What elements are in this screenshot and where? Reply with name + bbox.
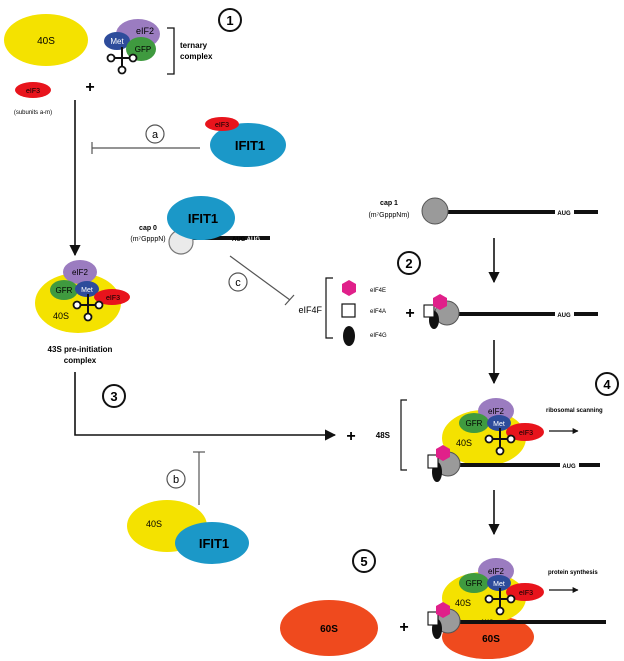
svg-text:(subunits a-m): (subunits a-m) [14, 110, 52, 116]
step-2-marker: 2 [397, 251, 421, 275]
ribosome-40s-free: 40S [4, 14, 88, 66]
svg-text:3: 3 [110, 389, 117, 404]
ternary-complex: eIF2 Met GFP ternary complex [104, 19, 213, 75]
svg-text:40S: 40S [455, 598, 471, 608]
eif4g-oval-icon [343, 326, 355, 346]
svg-text:60S: 60S [482, 634, 500, 645]
svg-text:GFR: GFR [466, 579, 483, 588]
svg-text:GFP: GFP [135, 45, 151, 54]
svg-text:IFIT1: IFIT1 [188, 211, 218, 226]
complex-80s: 60S AUG 40S eIF2 GFR Met eIF3 [427, 558, 606, 659]
plus-sign: + [405, 305, 414, 322]
eif4a-square-icon [341, 303, 356, 318]
svg-text:40S: 40S [146, 519, 162, 529]
preinitiation-complex-43s: 40S eIF2 GFR Met eIF3 [35, 260, 130, 333]
complex-48s: 48S AUG 40S eIF2 GFR Met eIF3 [376, 398, 600, 482]
ifit1-40s-complex: 40S IFIT1 [127, 500, 249, 564]
eif4f-group: eIF4F eIF4E eIF4A eIF4G [298, 277, 387, 346]
cap1-mrna: AUG cap 1 (m⁷GpppNm) [368, 197, 598, 225]
svg-text:eIF4F: eIF4F [298, 305, 322, 315]
step-1-marker: 1 [218, 8, 242, 32]
svg-text:eIF3: eIF3 [106, 295, 120, 302]
svg-text:4: 4 [603, 377, 611, 392]
svg-text:(m⁷GpppNm): (m⁷GpppNm) [368, 212, 409, 219]
svg-text:2: 2 [405, 256, 412, 271]
svg-text:eIF2: eIF2 [488, 567, 505, 576]
svg-text:Met: Met [493, 581, 505, 588]
svg-text:ternary: ternary [180, 41, 208, 50]
preinit-label: 43S pre-initiation [48, 345, 113, 354]
inhibition-c: c [228, 255, 295, 306]
svg-text:a: a [152, 129, 159, 141]
svg-text:eIF4A: eIF4A [370, 309, 386, 315]
step-4-marker: 4 [595, 372, 619, 396]
svg-text:Met: Met [110, 37, 124, 46]
svg-text:eIF4G: eIF4G [370, 333, 387, 339]
cap-binding-complex: AUG [423, 294, 598, 329]
svg-text:eIF3: eIF3 [519, 590, 533, 597]
svg-text:cap 1: cap 1 [380, 200, 398, 207]
preinit-label-2: complex [64, 356, 97, 365]
plus-sign: + [346, 428, 355, 445]
svg-text:48S: 48S [376, 431, 391, 440]
svg-text:40S: 40S [37, 36, 55, 47]
svg-text:IFIT1: IFIT1 [199, 536, 229, 551]
inhibition-a: a [91, 124, 200, 154]
svg-text:(m⁷GpppN): (m⁷GpppN) [130, 236, 165, 243]
scanning-label: ribosomal scanning [546, 408, 603, 414]
svg-text:eIF4E: eIF4E [370, 288, 386, 294]
ifit1-eif3-complex: IFIT1 eIF3 [205, 117, 286, 167]
svg-text:40S: 40S [456, 438, 472, 448]
svg-text:b: b [173, 474, 179, 486]
inhibition-b: b [166, 451, 205, 505]
svg-text:AUG: AUG [557, 211, 571, 217]
svg-text:eIF3: eIF3 [215, 122, 229, 129]
plus-sign: + [399, 619, 408, 636]
svg-text:cap 0: cap 0 [139, 225, 157, 232]
eif4e-hexagon-icon [342, 280, 356, 296]
svg-text:AUG: AUG [562, 464, 576, 470]
eif3-free: eIF3 (subunits a-m) [14, 82, 52, 116]
svg-text:GFR: GFR [56, 286, 73, 295]
step-5-marker: 5 [352, 549, 376, 573]
svg-text:Met: Met [81, 287, 93, 294]
step-3-marker: 3 [102, 384, 126, 408]
svg-text:1: 1 [226, 13, 233, 28]
svg-text:5: 5 [360, 554, 367, 569]
svg-text:40S: 40S [53, 311, 69, 321]
svg-text:eIF2: eIF2 [72, 268, 89, 277]
svg-text:AUG: AUG [247, 237, 261, 243]
svg-text:AUG: AUG [557, 313, 571, 319]
svg-text:eIF2: eIF2 [488, 407, 505, 416]
ribosome-60s-free: 60S [280, 600, 378, 656]
svg-text:eIF3: eIF3 [26, 88, 40, 95]
svg-text:AUG: AUG [480, 620, 494, 626]
plus-sign: + [85, 79, 94, 96]
svg-text:60S: 60S [320, 624, 338, 635]
arrow-icon [74, 372, 337, 441]
protein-synthesis-label: protein synthesis [548, 570, 598, 576]
svg-text:AUG: AUG [232, 237, 246, 243]
svg-text:IFIT1: IFIT1 [235, 138, 265, 153]
svg-text:Met: Met [493, 421, 505, 428]
svg-text:eIF3: eIF3 [519, 430, 533, 437]
ifit1-cap0-mrna: AUG AUG IFIT1 cap 0 (m⁷GpppN) [130, 196, 270, 255]
svg-text:GFR: GFR [466, 419, 483, 428]
svg-text:c: c [235, 277, 241, 289]
svg-text:eIF2: eIF2 [136, 26, 154, 36]
svg-text:complex: complex [180, 52, 213, 61]
